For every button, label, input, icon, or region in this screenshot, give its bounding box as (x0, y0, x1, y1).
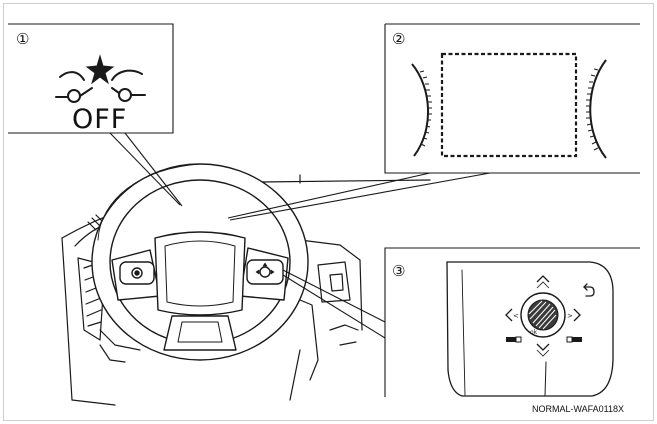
svg-text:>: > (567, 312, 573, 320)
control-dial: ok (520, 292, 566, 338)
figure-frame (3, 3, 654, 421)
panel-1: ① OFF (8, 23, 174, 135)
chevron-up-icon (536, 275, 550, 289)
chevron-right-icon: > (567, 308, 581, 322)
chevron-down-icon (536, 343, 550, 357)
display-mode-right-icon (566, 336, 582, 343)
back-icon (583, 283, 595, 297)
panel-2: ② (384, 23, 640, 174)
panel-2-number: ② (392, 30, 405, 48)
right-curve-scale (589, 59, 607, 159)
off-label: OFF (72, 104, 127, 135)
left-curve-scale (411, 63, 430, 157)
svg-text:<: < (513, 312, 519, 320)
panel-1-border (8, 23, 174, 134)
panel-3: ③ ok (384, 247, 640, 397)
display-mode-left-icon (506, 336, 522, 343)
switch-cluster (446, 261, 614, 397)
panel-1-number: ① (16, 30, 29, 48)
chevron-left-icon: < (505, 308, 519, 322)
svg-text:ok: ok (530, 329, 538, 336)
dashed-display-frame (440, 52, 578, 158)
figure-code: NORMAL-WAFA0118X (532, 404, 624, 414)
panel-2-border (384, 23, 640, 174)
panel-3-number: ③ (392, 262, 405, 280)
callout-lines (109, 132, 491, 339)
steering-wheel (91, 163, 309, 361)
lane-departure-off-icon (55, 54, 146, 103)
panel-3-border (384, 247, 640, 397)
